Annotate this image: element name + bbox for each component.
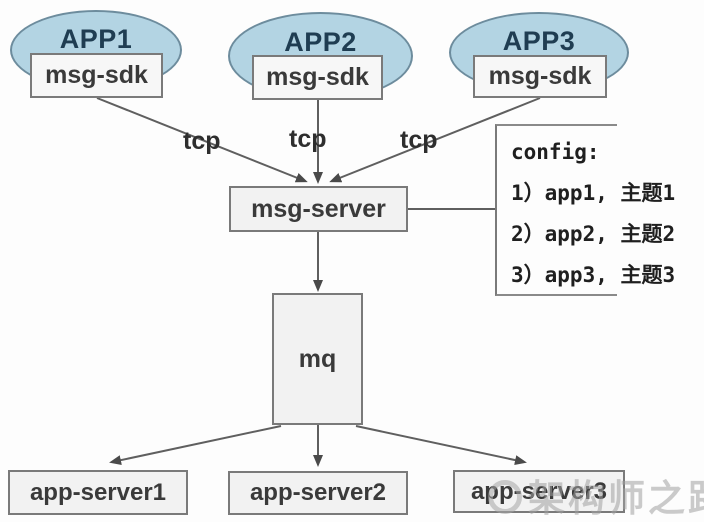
app-server1-box: app-server1 <box>8 470 188 515</box>
app3-label: APP3 <box>502 26 576 56</box>
edge-mq-appserver1 <box>109 425 282 466</box>
app3-msg-sdk-box: msg-sdk <box>473 55 607 98</box>
tcp-label-3: tcp <box>400 126 438 154</box>
edge-mq-appserver3 <box>355 425 527 466</box>
config-title: config: <box>511 140 600 164</box>
msg-server-box: msg-server <box>229 186 408 232</box>
mq-box: mq <box>272 293 363 425</box>
config-item-3: 3）app3, 主题3 <box>511 263 676 287</box>
app1-msg-sdk-box: msg-sdk <box>30 53 163 98</box>
app2-label: APP2 <box>284 27 357 57</box>
app1-label: APP1 <box>59 24 133 54</box>
app-server3-box: app-server3 <box>453 470 625 513</box>
tcp-label-1: tcp <box>183 127 221 155</box>
config-item-2: 2）app2, 主题2 <box>511 222 676 246</box>
app2-msg-sdk-box: msg-sdk <box>252 55 383 100</box>
config-item-1: 1）app1, 主题1 <box>511 181 676 205</box>
edge-app3-msgserver <box>329 97 541 183</box>
config-note: config: 1）app1, 主题1 2）app2, 主题2 3）app3, … <box>495 124 676 296</box>
edge-app1-msgserver <box>96 97 308 183</box>
tcp-label-2: tcp <box>289 125 327 153</box>
app-server2-box: app-server2 <box>228 471 408 515</box>
